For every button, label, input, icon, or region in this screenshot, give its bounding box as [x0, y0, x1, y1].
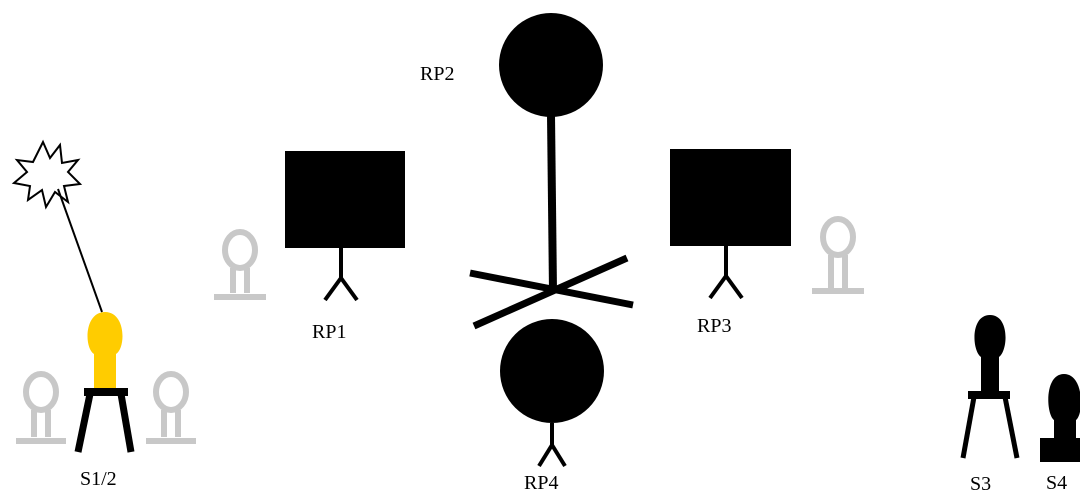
label-rp1: RP1	[312, 321, 346, 343]
stand-icon	[16, 371, 66, 444]
x-stand	[469, 254, 634, 330]
stand-icon	[812, 216, 864, 294]
line-of-fire	[57, 188, 103, 313]
label-s4: S4	[1046, 472, 1067, 494]
label-rp2: RP2	[420, 63, 454, 85]
muzzle-flash-icon	[11, 139, 83, 210]
label-rp3: RP3	[697, 315, 731, 337]
shooter-s4	[1040, 374, 1080, 462]
label-s3: S3	[970, 473, 991, 495]
stand-icon	[214, 229, 266, 300]
target-rp4	[500, 319, 604, 468]
shooter-s3	[960, 315, 1020, 459]
target-rp2	[499, 13, 603, 293]
label-s12: S1/2	[80, 468, 117, 490]
target-rp1	[285, 151, 405, 302]
target-rp3	[670, 149, 791, 300]
stand-icon	[146, 371, 196, 444]
shooter-s12	[74, 312, 135, 453]
label-rp4: RP4	[524, 472, 558, 494]
